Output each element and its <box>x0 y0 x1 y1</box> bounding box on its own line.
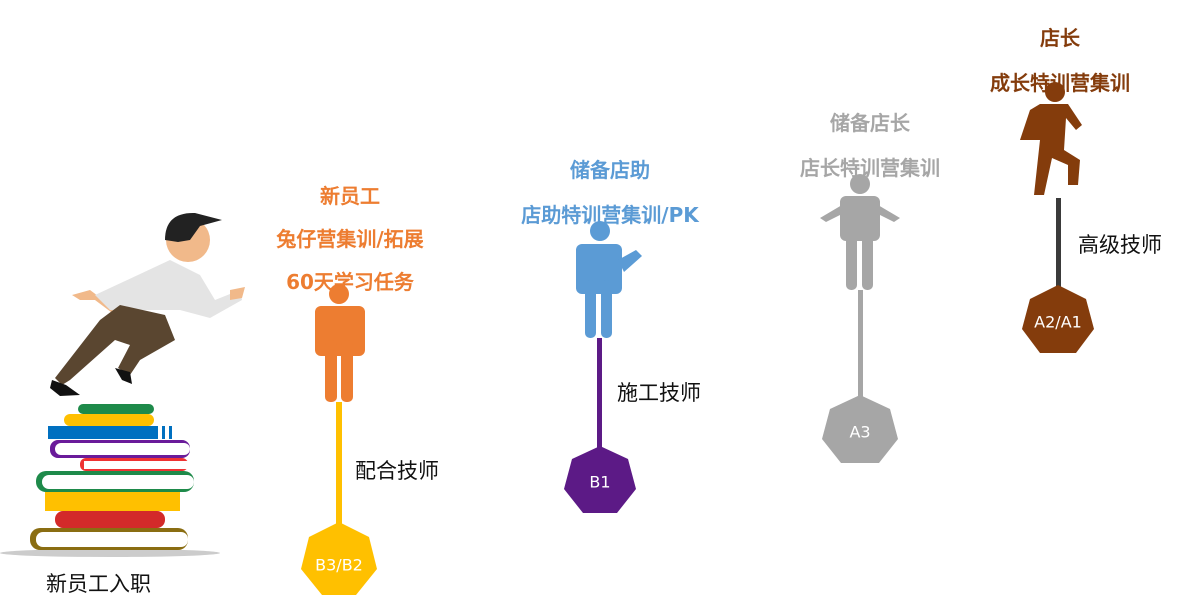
stage-1-role: 配合技师 <box>355 459 439 483</box>
stage-4-title-line: 成长特训营集训 <box>990 71 1130 95</box>
start-label: 新员工入职 <box>46 572 151 596</box>
stage-4-figure <box>1020 82 1094 353</box>
stage-2-role: 施工技师 <box>617 381 701 405</box>
stage-1-title-line: 兔仔营集训/拓展 <box>276 227 424 251</box>
stage-1-title: 新员工 兔仔营集训/拓展 60天学习任务 <box>276 175 423 304</box>
stage-4-title-line: 店长 <box>1040 26 1080 50</box>
level-badge-a3 <box>822 395 898 463</box>
stage-2-level: B1 <box>589 472 611 492</box>
book-stack-illustration <box>0 404 220 557</box>
stage-3-level: A3 <box>849 422 871 442</box>
level-badge-a2a1 <box>1022 285 1094 353</box>
stage-3-title-line: 储备店长 <box>830 111 910 135</box>
level-badge-b1 <box>564 446 636 513</box>
running-man-illustration <box>50 212 245 396</box>
stage-3-figure <box>820 174 900 463</box>
stage-1-level: B3/B2 <box>315 555 363 575</box>
stage-3-title: 储备店长 店长特训营集训 <box>800 101 940 191</box>
stage-2-title-line: 店助特训营集训/PK <box>521 203 699 227</box>
stage-2-title: 储备店助 店助特训营集训/PK <box>521 148 698 238</box>
stage-1-title-line: 60天学习任务 <box>286 270 414 294</box>
stage-2-title-line: 储备店助 <box>570 158 650 182</box>
stage-1-figure <box>301 284 377 595</box>
stage-4-level: A2/A1 <box>1034 312 1082 332</box>
stage-4-title: 店长 成长特训营集训 <box>990 16 1130 106</box>
stage-3-title-line: 店长特训营集训 <box>800 156 940 180</box>
stage-4-role: 高级技师 <box>1078 233 1162 257</box>
level-badge-b3b2 <box>301 522 377 595</box>
stage-1-title-line: 新员工 <box>320 184 380 208</box>
stage-2-figure <box>564 221 642 513</box>
